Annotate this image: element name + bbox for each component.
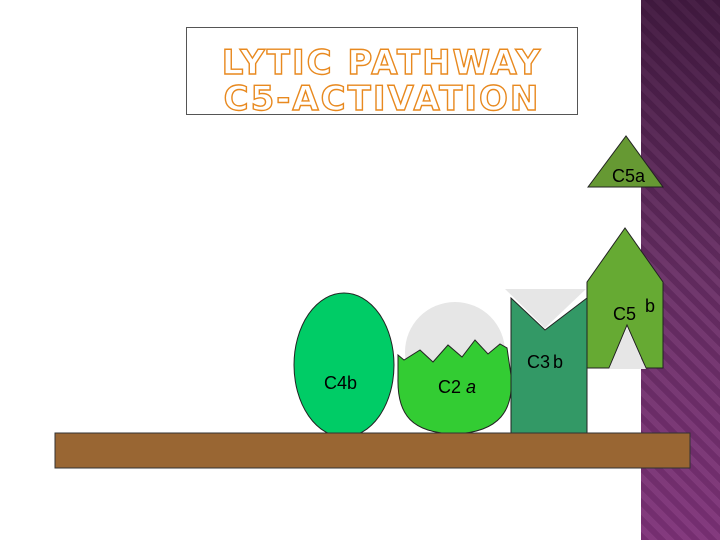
- c3b-placeholder-triangle: [505, 289, 586, 328]
- c2a-label-main: C2: [438, 377, 466, 397]
- c5b-label-main: C5: [613, 304, 641, 324]
- c5b-placeholder-triangle: [609, 328, 646, 369]
- c2a-label-suffix: a: [466, 377, 476, 397]
- title-line-2: C5-ACTIVATION: [223, 79, 541, 119]
- c2a-shape: [397, 339, 512, 435]
- c3b-label-suffix: b: [553, 352, 563, 372]
- membrane-bar: [54, 432, 691, 469]
- c5a-label: C5a: [612, 166, 646, 186]
- c4b-label: C4b: [324, 373, 357, 393]
- c5b-shape: [586, 227, 664, 369]
- title-box: LYTIC PATHWAY C5-ACTIVATION: [186, 27, 578, 119]
- c5a-shape: [587, 135, 664, 188]
- c5b-label: C5 b: [613, 296, 655, 324]
- c3b-label-main: C3: [527, 352, 550, 372]
- c2a-label: C2 a: [438, 377, 476, 397]
- c4b-shape: [293, 292, 395, 438]
- title-line-1: LYTIC PATHWAY: [221, 43, 543, 83]
- c5b-label-suffix: b: [645, 296, 655, 316]
